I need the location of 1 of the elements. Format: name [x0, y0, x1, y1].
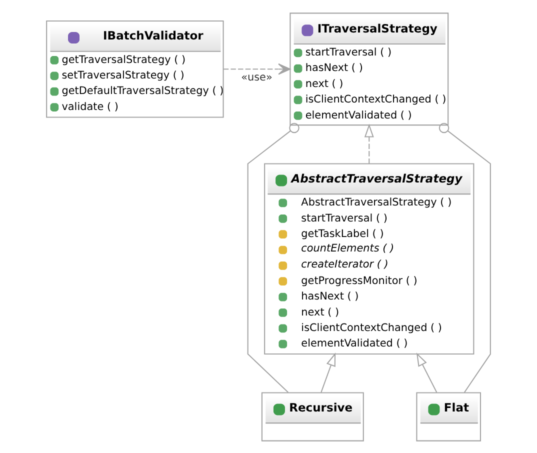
edge-label: «use» [241, 71, 272, 84]
